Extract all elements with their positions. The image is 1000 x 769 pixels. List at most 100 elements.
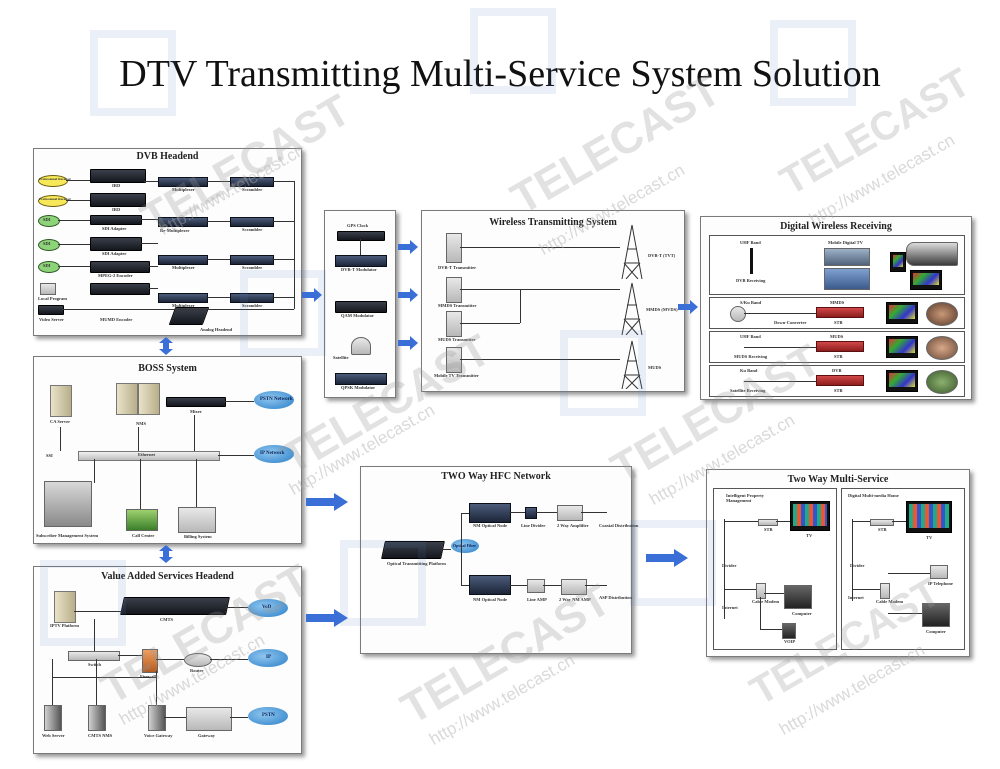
- scrambler-device: [230, 293, 274, 303]
- divider-label: Line Divider: [521, 523, 546, 528]
- tv-icon: [886, 336, 918, 358]
- stb-device: [816, 375, 864, 386]
- source-label: Professional Receiver: [39, 197, 72, 201]
- iptv-server-icon: [54, 591, 76, 623]
- nms-label: NMS: [136, 421, 146, 426]
- watermark-url: http://www.telecast.cn: [806, 130, 958, 229]
- firewall-icon: [142, 649, 158, 673]
- receiving-row: UHF Band MUDS Receiving MUDS STB: [709, 331, 965, 363]
- ip-cloud-label: IP: [266, 655, 271, 660]
- cmts-device: [120, 597, 230, 615]
- sdi-source-icon: [38, 215, 60, 227]
- handheld-tv-icon: [890, 252, 906, 272]
- updown-arrow-icon: [159, 337, 173, 355]
- ethernet-bus: [78, 451, 220, 461]
- scrambler-label: Scrambler: [242, 187, 263, 192]
- muds-transmitter-icon: [446, 311, 462, 337]
- tv-label: TV: [806, 533, 813, 538]
- pstn-cloud-icon: [254, 391, 294, 409]
- sdi-adapter-device: [90, 215, 142, 225]
- receiving-dev-label: Satellite Receiving: [730, 388, 766, 393]
- sms-label: Subscriber Management System: [36, 533, 99, 538]
- dvbt-label: DVB-T Modulator: [341, 267, 377, 272]
- mmds-transmitter-icon: [446, 277, 462, 303]
- internet-label: Internet: [722, 605, 738, 610]
- bus-image: [824, 268, 870, 290]
- transmitter-label: DVB-T Transmitter: [438, 265, 477, 270]
- source-label: SDI: [43, 263, 51, 268]
- tv-icon: [906, 501, 952, 533]
- updown-arrow-icon: [159, 545, 173, 563]
- flow-arrow-icon: [306, 493, 348, 511]
- mumd-encoder-device: [90, 283, 150, 295]
- qam-label: QAM Modulator: [341, 313, 374, 318]
- mixer-device: [166, 397, 226, 407]
- video-server-icon: [38, 305, 64, 315]
- mobile-tv-transmitter-icon: [446, 347, 462, 373]
- satellite-label: Satellite: [333, 355, 349, 360]
- dvbt-transmitter-icon: [446, 233, 462, 263]
- dmh-box: Digital Multi-media Home TV STB Divider …: [841, 488, 965, 650]
- source-label: SDI: [43, 217, 51, 222]
- scrambler-device: [230, 177, 274, 187]
- camera-icon: [40, 283, 56, 295]
- receiving-row: S/Ku Band Down-Converter MMDS STB: [709, 297, 965, 329]
- amplifier-device: [557, 505, 583, 521]
- cable-modem-label: Cable Modem: [876, 599, 904, 604]
- node-label: NM Optical Node: [473, 597, 507, 602]
- gps-clock-device: [337, 231, 385, 241]
- callcenter-icon: [126, 509, 158, 531]
- web-server-icon: [44, 705, 62, 731]
- stb-label: STB: [764, 527, 773, 532]
- device-label: SDI Adapter: [102, 226, 127, 231]
- boss-system-title: BOSS System: [138, 363, 197, 374]
- dvbt-modulator-device: [335, 255, 387, 267]
- flow-arrow-icon: [398, 240, 418, 254]
- optical-fiber-icon: [451, 539, 479, 553]
- mobile-tv-image: [824, 248, 870, 266]
- receiving-out-label: MUDS: [830, 334, 844, 339]
- page-title: DTV Transmitting Multi-Service System So…: [119, 53, 881, 95]
- ird-device: [90, 193, 146, 207]
- stb-device: [870, 519, 894, 526]
- device-label: IRD: [112, 183, 121, 188]
- tower-label: MMDS (MVDS): [646, 307, 678, 312]
- portable-tv-icon: [910, 270, 942, 290]
- optical-node-device: [469, 575, 511, 595]
- stb-device: [816, 307, 864, 318]
- coax-label: Coaxial Distribution: [599, 523, 639, 528]
- band-label: Ku Band: [740, 368, 758, 373]
- vas-panel: Value Added Services Headend IPTV Platfo…: [33, 566, 302, 754]
- source-label: SDI: [43, 241, 51, 246]
- billing-label: Billing System: [184, 534, 212, 539]
- satellite-dish-icon: [351, 337, 371, 355]
- vod-cloud-icon: [248, 599, 288, 617]
- transmitter-label: Mobile TV Transmitter: [434, 373, 479, 378]
- receiving-panel: Digital Wireless Receiving UHF Band DVB …: [700, 216, 972, 400]
- asp-label: ASP Distribution: [599, 595, 632, 600]
- device-label: Re-Multiplexer: [160, 228, 190, 233]
- band-label: S/Ku Band: [740, 300, 762, 305]
- ipm-box: Intelligent Property Management TV STB D…: [713, 488, 837, 650]
- dvb-headend-panel: DVB Headend Professional Receiver Profes…: [33, 148, 302, 336]
- voice-gateway-label: Voice Gateway: [144, 733, 173, 738]
- mux-label: Multiplexer: [172, 187, 195, 192]
- landscape-image: [926, 370, 958, 394]
- ip-cloud-icon: [254, 445, 294, 463]
- tv-icon: [790, 501, 830, 531]
- cable-modem-device: [880, 583, 890, 599]
- ethernet-label: Ethernet: [138, 452, 155, 457]
- callcenter-label: Call Center: [132, 533, 155, 538]
- line-amp-label: Line AMP: [527, 597, 547, 602]
- stb-label: STB: [834, 320, 843, 325]
- nm-amp-label: 2 Way NM AMP: [559, 597, 591, 602]
- scrambler-label: Scrambler: [242, 227, 263, 232]
- tower-icon: [621, 340, 643, 389]
- cable-modem-device: [756, 583, 766, 599]
- nms-server-icon: [116, 383, 138, 415]
- viewer-image: [926, 302, 958, 326]
- device-label: MUMD Encoder: [100, 317, 133, 322]
- router-icon: [184, 653, 212, 667]
- mixer-label: Mixer: [190, 409, 202, 414]
- sms-building-icon: [44, 481, 92, 527]
